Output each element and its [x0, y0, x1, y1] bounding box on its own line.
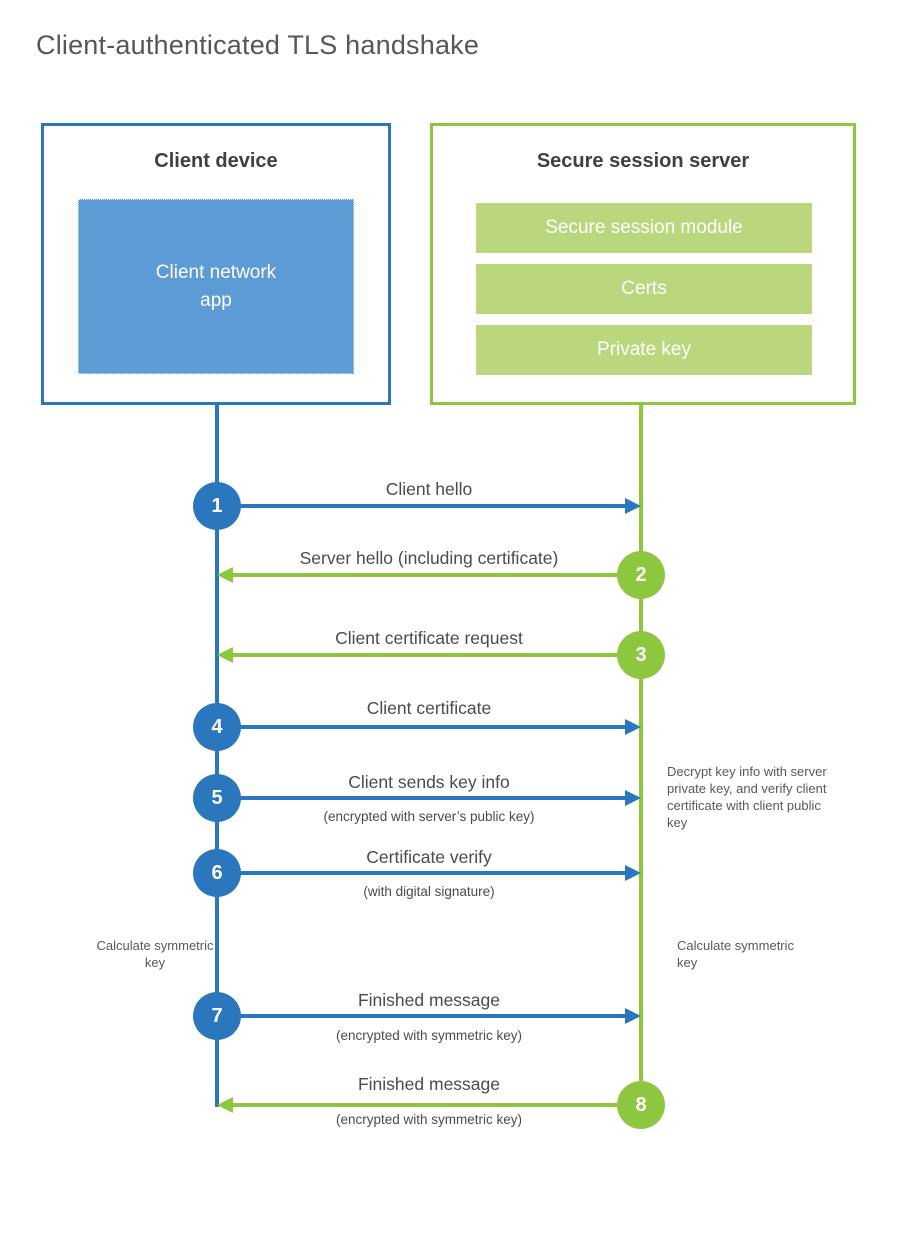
server-module-certs: Certs — [476, 264, 812, 314]
step-5-arrow-right — [239, 790, 641, 806]
step-6-arrow-right — [239, 865, 641, 881]
server-module-private-key: Private key — [476, 325, 812, 375]
secure-session-server-title: Secure session server — [536, 150, 750, 172]
client-network-app-box: Client network app — [78, 199, 354, 374]
step-6-circle: 6 — [193, 849, 241, 897]
step-2-arrow-left — [217, 567, 619, 583]
page-title: Client-authenticated TLS handshake — [36, 30, 480, 60]
step-3-circle: 3 — [617, 631, 665, 679]
client-device-box: Client device Client network app — [41, 123, 391, 405]
step-8-arrow-left — [217, 1097, 619, 1113]
calculate-symmetric-key-note-client: Calculate symmetric key — [96, 938, 214, 970]
step-4-arrow-right — [239, 719, 641, 735]
step-8-circle: 8 — [617, 1081, 665, 1129]
step-3-label: Client certificate request — [335, 628, 523, 648]
step-8-label: Finished message — [357, 1074, 501, 1094]
server-module-secure-session-module: Secure session module — [476, 203, 812, 253]
step-7-circle: 7 — [193, 992, 241, 1040]
step-6-label: Certificate verify — [366, 847, 492, 867]
client-network-app-label: Client network app — [155, 261, 277, 311]
step-1-arrow-right — [239, 498, 641, 514]
server-lifeline — [639, 405, 643, 1129]
step-1-label: Client hello — [385, 479, 473, 499]
step-5-sublabel: (encrypted with server’s public key) — [323, 809, 535, 824]
step-4-label: Client certificate — [366, 698, 492, 718]
step-5-circle: 5 — [193, 774, 241, 822]
step-7-arrow-right — [239, 1008, 641, 1024]
decrypt-key-info-note: Decrypt key info with server private key… — [667, 764, 827, 830]
step-7-sublabel: (encrypted with symmetric key) — [335, 1028, 523, 1043]
step-8-sublabel: (encrypted with symmetric key) — [335, 1112, 523, 1127]
step-4-circle: 4 — [193, 703, 241, 751]
secure-session-server-box: Secure session server Secure session mod… — [430, 123, 856, 405]
step-3-arrow-left — [217, 647, 619, 663]
step-2-label: Server hello (including certificate) — [299, 548, 559, 568]
step-6-sublabel: (with digital signature) — [363, 884, 495, 899]
client-lifeline — [215, 405, 219, 1107]
step-2-circle: 2 — [617, 551, 665, 599]
step-1-circle: 1 — [193, 482, 241, 530]
step-5-label: Client sends key info — [348, 772, 510, 792]
client-device-title: Client device — [154, 150, 278, 172]
calculate-symmetric-key-note-server: Calculate symmetric key — [677, 938, 795, 970]
step-7-label: Finished message — [357, 990, 501, 1010]
